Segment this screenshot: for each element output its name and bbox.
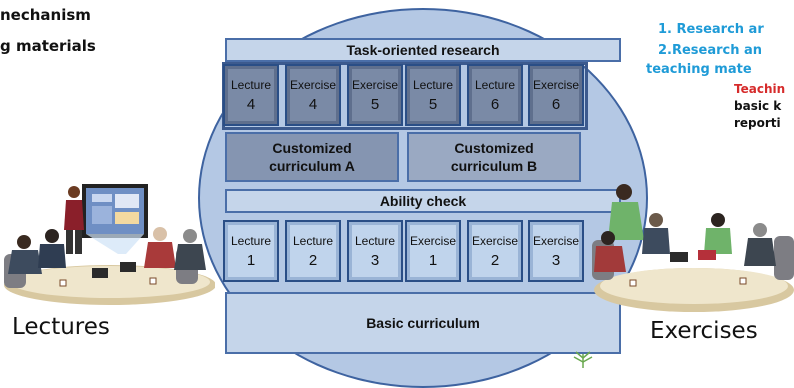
custom-a-line2: curriculum A xyxy=(269,158,355,174)
top-tile-number: 5 xyxy=(370,95,380,113)
top-tile: Exercise 6 xyxy=(528,64,584,126)
left-heading-line1: nechanism xyxy=(0,6,91,24)
top-tile: Lecture 5 xyxy=(405,64,461,126)
bottom-tile: Exercise 2 xyxy=(467,220,523,282)
bottom-tile-number: 2 xyxy=(308,251,318,269)
top-tile: Lecture 4 xyxy=(223,64,279,126)
left-heading-line2: g materials xyxy=(0,37,96,55)
bottom-tile-number: 2 xyxy=(490,251,500,269)
bottom-tile: Lecture 1 xyxy=(223,220,279,282)
top-tile-label: Lecture xyxy=(230,77,272,92)
bottom-tile-label: Lecture xyxy=(292,233,334,248)
custom-a-line1: Customized xyxy=(272,140,352,156)
top-tile-label: Exercise xyxy=(351,77,398,92)
lectures-caption: Lectures xyxy=(12,314,110,340)
bottom-tile-label: Exercise xyxy=(532,233,579,248)
top-tile-label: Exercise xyxy=(289,77,336,92)
meeting-room-illustration xyxy=(592,184,794,312)
research-item-2: 2.Research an xyxy=(658,43,763,58)
top-tile-number: 6 xyxy=(490,95,500,113)
custom-b-line2: curriculum B xyxy=(450,158,538,174)
task-oriented-research-bar: Task-oriented research xyxy=(225,38,621,62)
plant-icon xyxy=(573,351,593,368)
top-tile: Exercise 4 xyxy=(285,64,341,126)
top-tile: Lecture 6 xyxy=(467,64,523,126)
teaching-heading: Teachin xyxy=(734,82,786,96)
bottom-tile: Lecture 2 xyxy=(285,220,341,282)
top-tile-number: 4 xyxy=(246,95,256,113)
top-tile-number: 4 xyxy=(308,95,318,113)
bottom-tile-number: 3 xyxy=(370,251,380,269)
bottom-tile-label: Lecture xyxy=(354,233,396,248)
top-tile-label: Lecture xyxy=(474,77,516,92)
research-item-2-cont: teaching mate xyxy=(646,62,752,77)
basic-curriculum-bar: Basic curriculum xyxy=(225,292,621,354)
custom-b-line1: Customized xyxy=(454,140,534,156)
bottom-tile-number: 3 xyxy=(551,251,561,269)
top-tile-number: 6 xyxy=(551,95,561,113)
exercises-caption: Exercises xyxy=(650,318,758,344)
top-tile-label: Lecture xyxy=(412,77,454,92)
lecture-room-illustration xyxy=(4,184,215,305)
top-tile-label: Exercise xyxy=(532,77,579,92)
top-tile: Exercise 5 xyxy=(347,64,403,126)
bottom-tile: Exercise 1 xyxy=(405,220,461,282)
bottom-tile-number: 1 xyxy=(428,251,438,269)
bottom-tile: Lecture 3 xyxy=(347,220,403,282)
bottom-tile-label: Lecture xyxy=(230,233,272,248)
teaching-line-1: basic k xyxy=(734,99,782,113)
customized-curriculum-a: Customized curriculum A xyxy=(225,132,399,182)
top-tile-number: 5 xyxy=(428,95,438,113)
research-item-1: 1. Research ar xyxy=(658,22,764,37)
bottom-tile-number: 1 xyxy=(246,251,256,269)
customized-curriculum-b: Customized curriculum B xyxy=(407,132,581,182)
ability-check-bar: Ability check xyxy=(225,189,621,213)
bottom-tile: Exercise 3 xyxy=(528,220,584,282)
teaching-line-2: reporti xyxy=(734,116,781,130)
bottom-tile-label: Exercise xyxy=(409,233,456,248)
bottom-tile-label: Exercise xyxy=(471,233,518,248)
